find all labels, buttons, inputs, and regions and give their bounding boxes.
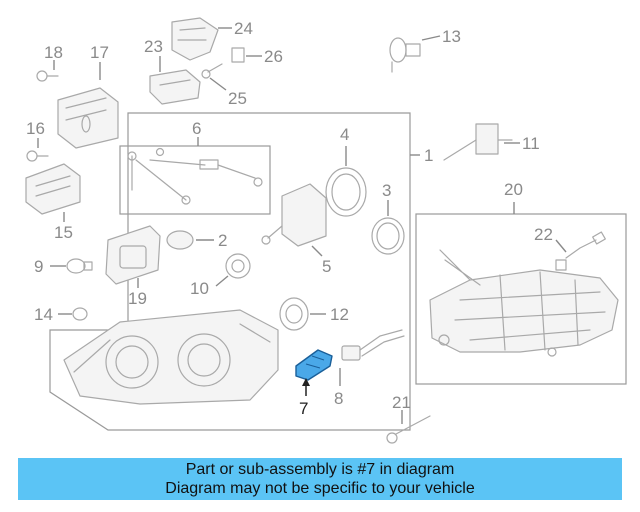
plug-14 bbox=[72, 307, 88, 321]
callout-8: 8 bbox=[334, 389, 343, 408]
callout-13: 13 bbox=[442, 27, 461, 46]
ballast-17 bbox=[57, 87, 119, 149]
bracket-24 bbox=[171, 17, 219, 61]
bulb-9 bbox=[66, 258, 93, 274]
callout-18: 18 bbox=[44, 43, 63, 62]
callout-24: 24 bbox=[234, 19, 253, 38]
info-banner: Part or sub-assembly is #7 in diagram Di… bbox=[18, 458, 622, 500]
leveling-linkage bbox=[127, 147, 263, 205]
banner-line-1: Part or sub-assembly is #7 in diagram bbox=[185, 461, 455, 478]
callout-2: 2 bbox=[218, 231, 227, 250]
socket-12 bbox=[279, 297, 309, 331]
bulb-11 bbox=[443, 123, 513, 161]
cap-2 bbox=[166, 230, 194, 250]
sub-box-6 bbox=[119, 145, 271, 215]
callout-5: 5 bbox=[322, 257, 331, 276]
screw-25 bbox=[201, 63, 223, 79]
wiring-harness-22 bbox=[555, 231, 606, 271]
callout-15: 15 bbox=[54, 223, 73, 242]
callout-19: 19 bbox=[128, 289, 147, 308]
callout-16: 16 bbox=[26, 119, 45, 138]
bulb-13 bbox=[389, 37, 421, 73]
cover-19 bbox=[105, 225, 161, 285]
support-bracket bbox=[429, 249, 619, 357]
module-23 bbox=[149, 69, 201, 105]
callout-14: 14 bbox=[34, 305, 53, 324]
headlamp-housing bbox=[63, 309, 279, 405]
callout-26: 26 bbox=[264, 47, 283, 66]
motor-5 bbox=[261, 183, 327, 247]
callout-25: 25 bbox=[228, 89, 247, 108]
callout-12: 12 bbox=[330, 305, 349, 324]
ring-3 bbox=[371, 217, 405, 255]
callout-4: 4 bbox=[340, 125, 349, 144]
callout-9: 9 bbox=[34, 257, 43, 276]
socket-10 bbox=[225, 253, 251, 279]
sub-box-20 bbox=[415, 213, 627, 385]
callout-22: 22 bbox=[534, 225, 553, 244]
callout-10: 10 bbox=[190, 279, 209, 298]
callout-1: 1 bbox=[424, 146, 433, 165]
screw-16 bbox=[26, 150, 49, 162]
callout-20: 20 bbox=[504, 180, 523, 199]
bolt-21 bbox=[386, 415, 431, 444]
screw-18 bbox=[36, 70, 59, 82]
callout-7: 7 bbox=[299, 399, 308, 418]
module-15 bbox=[25, 163, 81, 215]
banner-line-2: Diagram may not be specific to your vehi… bbox=[165, 480, 475, 497]
callout-11: 11 bbox=[522, 134, 540, 153]
ring-4 bbox=[325, 167, 367, 217]
callout-3: 3 bbox=[382, 181, 391, 200]
bulb-7-highlighted bbox=[295, 349, 333, 381]
parts-diagram: 1 6 20 22 24 26 bbox=[25, 17, 627, 444]
callout-17: 17 bbox=[90, 43, 109, 62]
callout-23: 23 bbox=[144, 37, 163, 56]
socket-wire-8 bbox=[341, 329, 405, 361]
callout-6: 6 bbox=[192, 119, 201, 138]
clip-26 bbox=[231, 47, 245, 63]
callout-21: 21 bbox=[392, 393, 411, 412]
